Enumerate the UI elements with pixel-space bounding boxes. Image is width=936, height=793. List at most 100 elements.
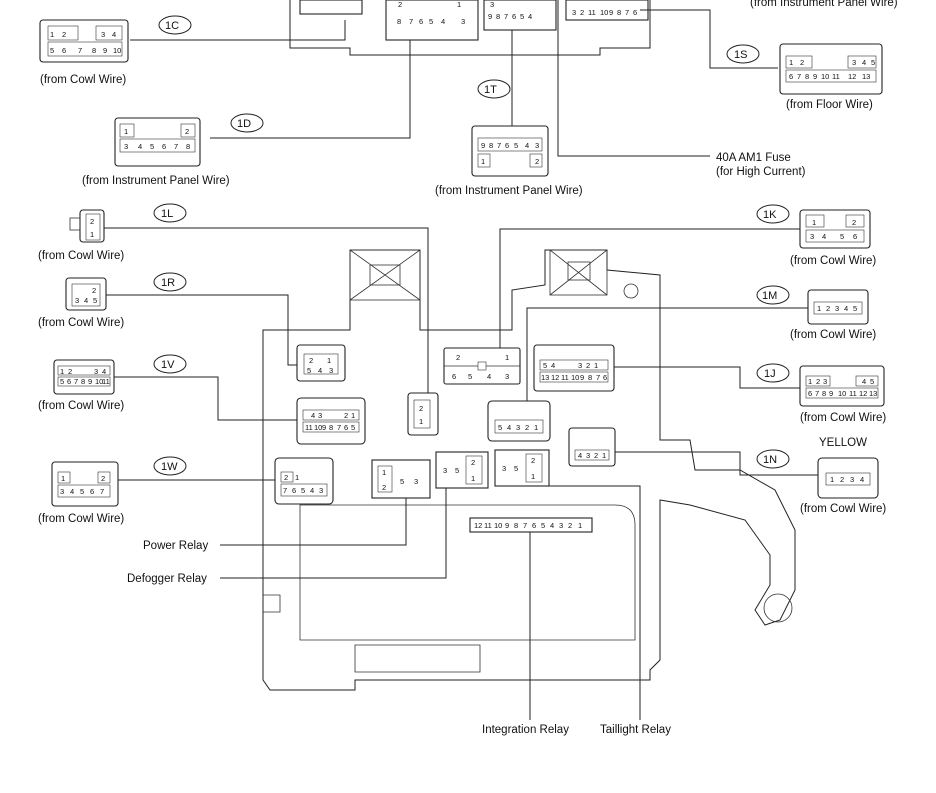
code-bubble-1l: [153, 203, 187, 223]
code-1n: 1N: [763, 454, 777, 466]
code-bubble-1v: [153, 354, 187, 374]
svg-text:9: 9: [609, 8, 613, 17]
svg-text:1: 1: [817, 304, 821, 313]
svg-text:4: 4: [311, 411, 315, 420]
svg-text:12: 12: [551, 373, 559, 382]
svg-text:5: 5: [301, 486, 305, 495]
svg-text:7: 7: [596, 373, 600, 382]
svg-text:10: 10: [838, 389, 846, 398]
svg-text:1: 1: [60, 367, 64, 376]
svg-text:7: 7: [100, 487, 104, 496]
svg-text:11: 11: [102, 377, 110, 386]
svg-text:1: 1: [531, 472, 535, 481]
svg-text:4: 4: [862, 58, 866, 67]
svg-text:7: 7: [174, 142, 178, 151]
label-cowl-1r: (from Cowl Wire): [38, 317, 124, 329]
svg-text:2: 2: [471, 458, 475, 467]
ipw-top-label: (from Instrument Panel Wire): [750, 0, 898, 9]
svg-text:3: 3: [810, 232, 814, 241]
svg-text:2: 2: [284, 473, 288, 482]
top-mid-box-pins: 9 8 7 6 5 4 3: [488, 0, 532, 21]
svg-text:13: 13: [541, 373, 549, 382]
svg-text:1: 1: [419, 417, 423, 426]
code-bubble-1s: [726, 44, 760, 64]
connector-1c: 1 2 3 4 5 6 7 8 9 10: [39, 19, 129, 63]
svg-text:11: 11: [588, 8, 596, 17]
svg-text:8: 8: [489, 141, 493, 150]
svg-text:10: 10: [113, 46, 121, 55]
svg-text:4: 4: [441, 17, 445, 26]
svg-text:6: 6: [452, 372, 456, 381]
svg-text:8: 8: [397, 17, 401, 26]
svg-text:8: 8: [822, 389, 826, 398]
svg-text:3: 3: [94, 367, 98, 376]
svg-text:2: 2: [594, 451, 598, 460]
svg-text:4: 4: [525, 141, 529, 150]
connector-1n: 1 2 3 4: [817, 457, 879, 499]
svg-text:2: 2: [840, 475, 844, 484]
code-1k: 1K: [763, 209, 777, 221]
svg-text:5: 5: [150, 142, 154, 151]
svg-text:6: 6: [505, 141, 509, 150]
svg-text:3: 3: [443, 466, 447, 475]
svg-text:2: 2: [525, 423, 529, 432]
svg-text:5: 5: [93, 296, 97, 305]
box-1l: 2 1: [407, 392, 439, 436]
code-bubble-1n: [756, 449, 790, 469]
svg-text:9: 9: [88, 377, 92, 386]
svg-text:5: 5: [50, 46, 54, 55]
svg-text:3: 3: [559, 521, 563, 530]
svg-text:7: 7: [283, 486, 287, 495]
svg-text:1: 1: [578, 521, 582, 530]
svg-text:7: 7: [497, 141, 501, 150]
svg-text:1: 1: [505, 353, 509, 362]
svg-text:7: 7: [797, 72, 801, 81]
code-1c: 1C: [165, 20, 179, 32]
svg-text:2: 2: [586, 361, 590, 370]
svg-text:5: 5: [543, 361, 547, 370]
label-fuse-line2: (for High Current): [716, 166, 806, 178]
connector-1t: 9 8 7 6 5 4 3 2 1: [471, 125, 549, 177]
svg-text:2: 2: [580, 8, 584, 17]
svg-text:10: 10: [821, 72, 829, 81]
svg-text:7: 7: [523, 521, 527, 530]
code-1l: 1L: [161, 208, 173, 220]
box-1v: 11 10 9 8 7 6 5 4 3 2 1: [296, 397, 366, 445]
label-taillight-relay: Taillight Relay: [600, 724, 671, 736]
svg-text:4: 4: [70, 487, 74, 496]
svg-text:3: 3: [318, 411, 322, 420]
label-cowl-1m: (from Cowl Wire): [790, 329, 876, 341]
svg-text:5: 5: [871, 58, 875, 67]
svg-text:3: 3: [835, 304, 839, 313]
svg-text:4: 4: [551, 361, 555, 370]
box-1m: 5 4 3 2 1: [487, 400, 551, 442]
svg-text:2: 2: [568, 521, 572, 530]
svg-text:7: 7: [815, 389, 819, 398]
svg-text:5: 5: [400, 477, 404, 486]
svg-text:5: 5: [870, 377, 874, 386]
svg-text:6: 6: [853, 232, 857, 241]
svg-text:1: 1: [124, 127, 128, 136]
svg-text:2: 2: [531, 456, 535, 465]
svg-text:10: 10: [494, 521, 502, 530]
svg-text:1: 1: [90, 230, 94, 239]
svg-text:11: 11: [849, 389, 857, 398]
connector-1s: 1 2 3 4 5 6 7 8 9 10 11 12 13: [779, 43, 883, 95]
svg-text:9: 9: [580, 373, 584, 382]
taillight-relay-socket: 3 5 2 1: [494, 449, 550, 487]
svg-text:9: 9: [813, 72, 817, 81]
top-left-box-pins: 2 8 7 6 5 4 3 1: [397, 0, 465, 26]
svg-text:1: 1: [295, 473, 299, 482]
svg-text:6: 6: [789, 72, 793, 81]
box-1j: 5 4 3 2 1 13 12 11 10 9 8 7 6: [533, 344, 615, 392]
svg-text:8: 8: [186, 142, 190, 151]
svg-text:4: 4: [507, 423, 511, 432]
svg-text:2: 2: [101, 474, 105, 483]
svg-text:3: 3: [490, 0, 494, 9]
code-bubble-1r: [153, 272, 187, 292]
svg-text:10: 10: [95, 377, 103, 386]
svg-text:5: 5: [853, 304, 857, 313]
svg-text:4: 4: [310, 486, 314, 495]
svg-text:8: 8: [329, 423, 333, 432]
svg-text:2: 2: [62, 30, 66, 39]
